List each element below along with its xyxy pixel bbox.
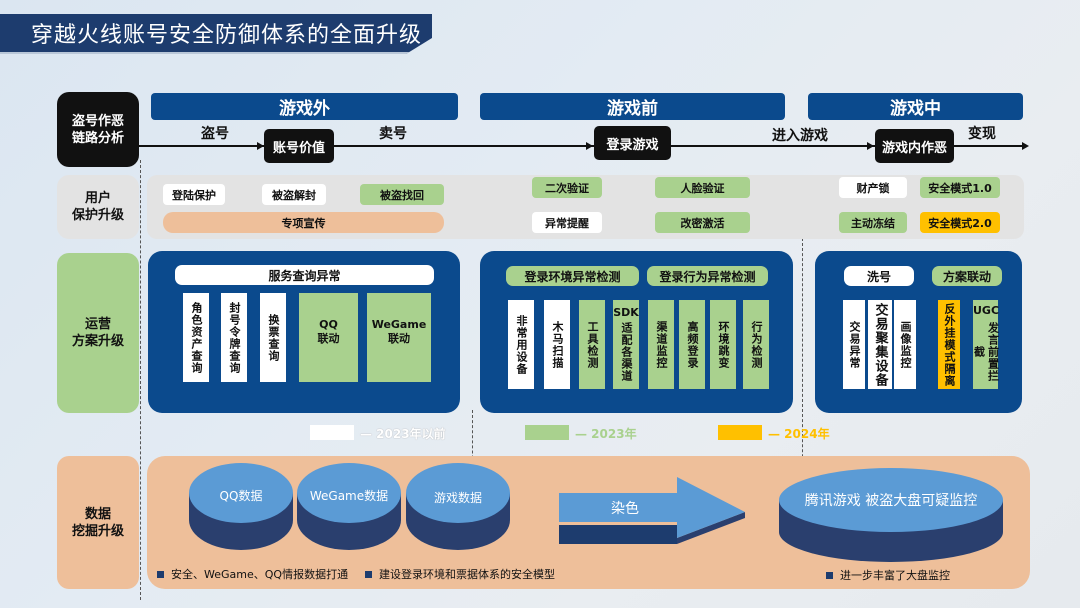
cylinder-qq-data: [189, 463, 293, 550]
tag-special-campaign: 专项宣传: [163, 212, 444, 233]
legend-swatch-before-2023: [310, 425, 354, 440]
legend-label-2023: — 2023年: [575, 427, 637, 441]
bullet-text: 进一步丰富了大盘监控: [840, 569, 950, 582]
tag-anomaly-alert: 异常提醒: [532, 212, 602, 233]
flow-label-sell: 卖号: [379, 126, 407, 142]
tag-safe-mode-1: 安全模式1.0: [920, 177, 1000, 198]
arrow-head-icon: [867, 142, 874, 150]
legend-swatch-2024: [718, 425, 762, 440]
phase-header-pre-game: 游戏前: [480, 93, 785, 120]
tag-property-lock: 财产锁: [839, 177, 907, 198]
ops-card-label: 适配各渠道: [620, 322, 633, 382]
tag-safe-mode-2: 安全模式2.0: [920, 212, 1000, 233]
bullet-login-env-model: 建设登录环境和票据体系的安全模型: [365, 566, 555, 582]
ops-card-trade-cluster-device: 交易聚集设备: [868, 300, 892, 389]
row-label-text: 运营 方案升级: [71, 317, 124, 349]
ops-card-prefix: SDK: [613, 306, 639, 319]
ops-card-trojan-scan: 木马扫描: [544, 300, 570, 389]
ops-header-plan-linkage: 方案联动: [932, 266, 1002, 286]
stage-in-game-abuse: 游戏内作恶: [875, 129, 954, 163]
ops-card-ban-token-query: 封号令牌查询: [221, 293, 247, 382]
bullet-text: 安全、WeGame、QQ情报数据打通: [171, 568, 349, 581]
ops-card-qq-linkage: QQ 联动: [299, 293, 358, 382]
cylinder-label-game-data: 游戏数据: [433, 491, 482, 505]
tag-stolen-unban: 被盗解封: [262, 184, 326, 205]
phase-header-in-game: 游戏中: [808, 93, 1023, 120]
cylinder-game-data: [406, 463, 510, 550]
legend-label-2024: — 2024年: [768, 427, 830, 441]
ops-card-sdk-channel-adapt: SDK 适配各渠道: [613, 300, 639, 389]
ops-card-prefix: UGC: [973, 304, 1000, 317]
ops-header-login-env-detect: 登录环境异常检测: [506, 266, 639, 286]
row-label-data-mining: 数据 挖掘升级: [57, 456, 139, 589]
ops-card-wegame-linkage: WeGame 联动: [367, 293, 431, 382]
tag-two-step-verification: 二次验证: [532, 177, 602, 198]
ops-card-tool-detect: 工具检测: [579, 300, 605, 389]
ops-card-ugc-speech-intercept: UGC 发言前置拦截: [972, 300, 1000, 389]
ops-card-channel-monitor: 渠道监控: [648, 300, 674, 389]
ops-card-high-freq-login: 高频登录: [679, 300, 705, 389]
tag-active-freeze: 主动冻结: [839, 212, 907, 233]
cylinder-label-qq-data: QQ数据: [219, 489, 263, 503]
tag-login-protection: 登陆保护: [163, 184, 225, 205]
ops-header-service-query: 服务查询异常: [175, 265, 434, 285]
stage-account-value: 账号价值: [264, 129, 334, 163]
cylinder-label-target: 腾讯游戏 被盗大盘可疑监控: [804, 493, 978, 509]
legend-label-before-2023: — 2023年以前: [360, 427, 446, 441]
page-title: 穿越火线账号安全防御体系的全面升级: [31, 23, 423, 48]
ops-card-ticket-query: 换票查询: [260, 293, 286, 382]
arrow-label-dye: 染色: [611, 501, 639, 517]
ops-card-profile-monitor: 画像监控: [894, 300, 916, 389]
title-banner: [0, 14, 432, 54]
ops-card-anticheat-isolation: 反外挂模式隔离: [938, 300, 960, 389]
row-label-operations: 运营 方案升级: [57, 253, 139, 413]
cylinder-label-wegame-data: WeGame数据: [309, 489, 389, 503]
flow-label-steal: 盗号: [201, 126, 229, 142]
ops-card-unusual-device: 非常用设备: [508, 300, 534, 389]
legend-swatch-2023: [525, 425, 569, 440]
phase-header-out-game: 游戏外: [151, 93, 458, 120]
dye-arrow-icon: [559, 477, 745, 544]
bullet-text: 建设登录环境和票据体系的安全模型: [379, 568, 555, 581]
ops-header-account-laundering: 洗号: [844, 266, 914, 286]
timeline-line: [139, 145, 1022, 147]
arrow-head-icon: [1022, 142, 1029, 150]
divider-line: [802, 238, 803, 578]
cylinder-target-monitor: [779, 468, 1003, 562]
bullet-enriched-monitoring: 进一步丰富了大盘监控: [826, 567, 950, 583]
arrow-head-icon: [586, 142, 593, 150]
bullet-square-icon: [826, 571, 833, 579]
ops-card-trade-anomaly: 交易异常: [843, 300, 865, 389]
row-label-text: 数据 挖掘升级: [71, 506, 124, 539]
cylinder-wegame-data: [297, 463, 401, 550]
bullet-square-icon: [365, 570, 372, 578]
ops-header-login-behavior-detect: 登录行为异常检测: [647, 266, 768, 286]
flow-label-enter-game: 进入游戏: [772, 128, 828, 144]
row-label-text: 用户 保护升级: [71, 191, 124, 223]
ops-card-behavior-detect: 行为检测: [743, 300, 769, 389]
tag-stolen-recovery: 被盗找回: [360, 184, 444, 205]
ops-card-role-asset-query: 角色资产查询: [183, 293, 209, 382]
bullet-intel-data-integration: 安全、WeGame、QQ情报数据打通: [157, 566, 348, 582]
arrow-head-icon: [257, 142, 264, 150]
ops-card-label: 发言前置拦截: [972, 322, 1000, 382]
tag-password-reset-activation: 改密激活: [655, 212, 750, 233]
tag-face-verification: 人脸验证: [655, 177, 750, 198]
data-mining-graphics: [189, 463, 1003, 562]
row-label-chain-analysis: 盗号作恶 链路分析: [57, 92, 139, 167]
ops-card-env-change: 环境跳变: [710, 300, 736, 389]
bullet-square-icon: [157, 570, 164, 578]
flow-label-monetize: 变现: [968, 126, 996, 142]
row-label-text: 盗号作恶 链路分析: [71, 113, 124, 146]
stage-login-game: 登录游戏: [594, 126, 671, 160]
divider-line: [140, 160, 141, 600]
row-label-user-protection: 用户 保护升级: [57, 175, 139, 239]
